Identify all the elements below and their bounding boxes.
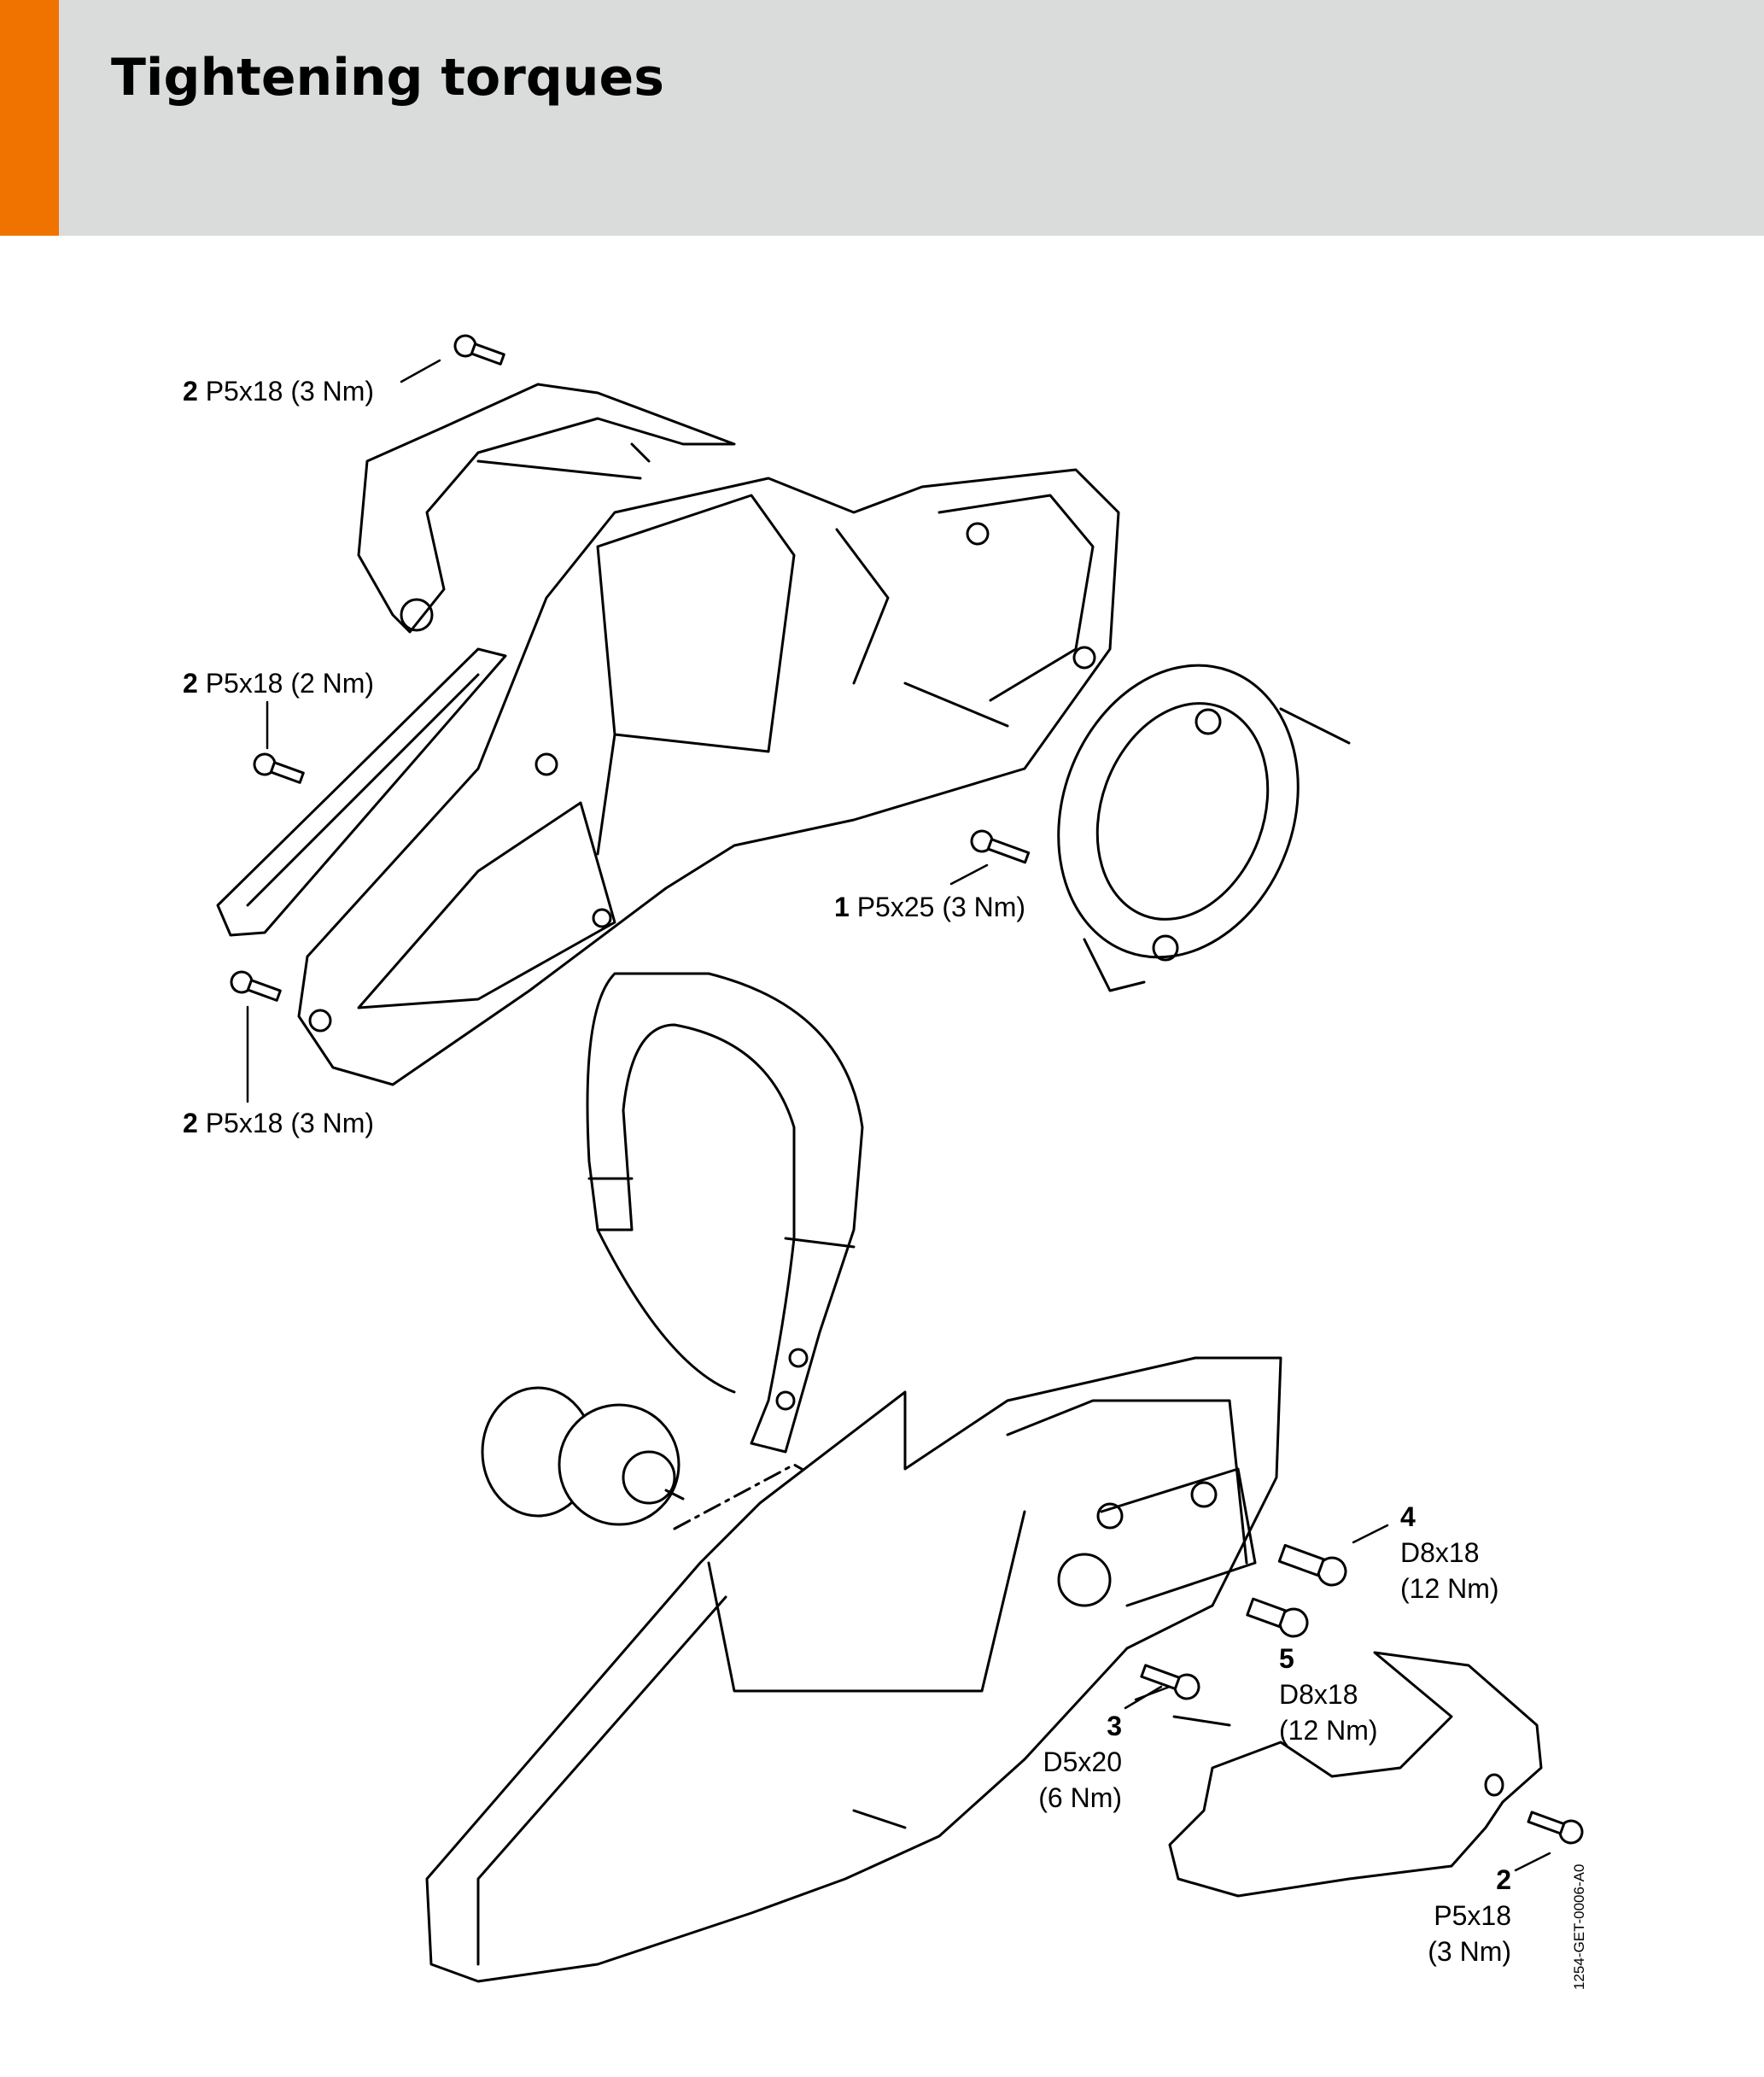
screw-icon — [253, 752, 305, 784]
callout-screw: D8x18 — [1400, 1537, 1480, 1568]
screw-icon — [1246, 1597, 1309, 1638]
motor-part — [481, 1386, 924, 1539]
callout-screw: D8x18 — [1279, 1679, 1358, 1710]
callout-torque: (2 Nm) — [290, 668, 375, 699]
callout-label: 2 P5x18 (3 Nm) — [1428, 1862, 1511, 1969]
figure-code: 1254-GET-0006-A0 — [1571, 1863, 1587, 1990]
callout-screw: P5x18 — [1434, 1900, 1511, 1931]
callout-label: 2 P5x18 (2 Nm) — [183, 665, 374, 701]
callout-qty: 5 — [1279, 1643, 1294, 1674]
callout-screw: P5x18 — [205, 668, 283, 699]
callout-screw: D5x20 — [1043, 1746, 1123, 1777]
callout-screw: P5x18 — [205, 376, 283, 407]
orange-accent-bar — [0, 0, 59, 236]
front-handle-part — [586, 972, 864, 1454]
screw-icon — [230, 970, 282, 1002]
callout-qty: 1 — [834, 892, 850, 922]
callout-torque: (12 Nm) — [1279, 1715, 1378, 1746]
leader-lines — [246, 359, 1551, 1872]
callout-label: 2 P5x18 (3 Nm) — [183, 1105, 374, 1141]
callout-torque: (3 Nm) — [290, 376, 375, 407]
fan-cover-ring-part — [1057, 664, 1351, 992]
callout-qty: 2 — [1496, 1864, 1511, 1895]
sprocket-cover-part — [1168, 1651, 1543, 1898]
callout-torque: (12 Nm) — [1400, 1573, 1499, 1604]
callout-qty: 4 — [1400, 1501, 1416, 1532]
screw-icons — [230, 334, 1584, 1845]
callout-label: 4 D8x18 (12 Nm) — [1400, 1499, 1499, 1606]
callout-label: 3 D5x20 (6 Nm) — [1038, 1708, 1122, 1816]
side-strip-part — [216, 647, 507, 937]
screw-icon — [453, 334, 505, 366]
callout-label: 1 P5x25 (3 Nm) — [834, 889, 1025, 925]
callout-torque: (6 Nm) — [1038, 1782, 1122, 1813]
callout-screw: P5x18 — [205, 1108, 283, 1138]
page-title: Tightening torques — [111, 48, 664, 108]
lower-housing-part — [425, 1356, 1282, 1983]
screw-icon — [1277, 1543, 1347, 1587]
callout-torque: (3 Nm) — [1428, 1936, 1511, 1967]
screw-icon — [970, 829, 1031, 864]
page-header: Tightening torques — [0, 0, 1764, 236]
callout-torque: (3 Nm) — [290, 1108, 375, 1138]
callout-qty: 2 — [183, 1108, 198, 1138]
callout-screw: P5x25 — [856, 892, 935, 922]
top-cover-part — [357, 383, 736, 634]
screw-icon — [1527, 1811, 1584, 1845]
main-housing-part — [297, 468, 1120, 1086]
callout-torque: (3 Nm) — [942, 892, 1026, 922]
callout-qty: 2 — [183, 376, 198, 407]
callout-qty: 3 — [1107, 1711, 1122, 1741]
callout-qty: 2 — [183, 668, 198, 699]
callout-label: 2 P5x18 (3 Nm) — [183, 373, 374, 409]
screw-icon — [1140, 1664, 1200, 1700]
callout-label: 5 D8x18 (12 Nm) — [1279, 1641, 1378, 1748]
